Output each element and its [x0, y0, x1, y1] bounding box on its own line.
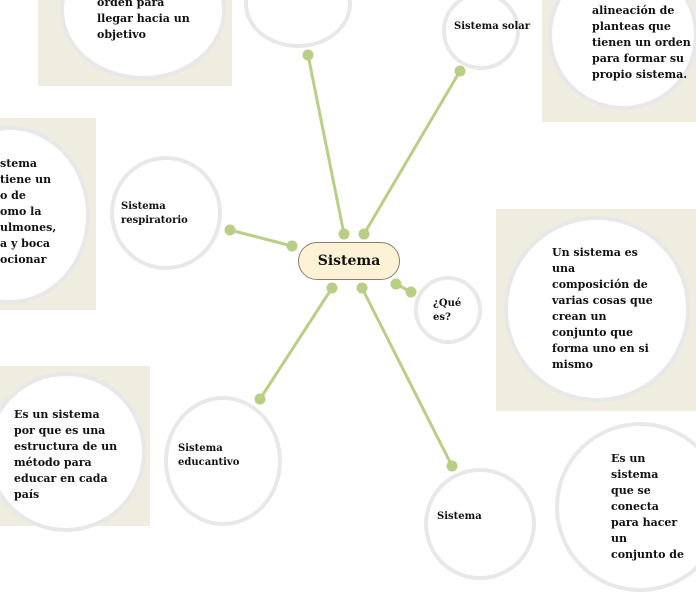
note-text-top-right: alineación de planteas que tienen un ord… [592, 4, 691, 81]
topic-circle-que-es[interactable] [414, 276, 482, 344]
central-topic-label: Sistema [317, 253, 381, 269]
topic-circle-solar[interactable] [442, 0, 520, 70]
note-circle-bottom-left[interactable] [0, 372, 146, 532]
note-text-right: Un sistema es una composición de varias … [552, 246, 653, 371]
note-text-top-left: orden para llegar hacia un objetivo [97, 0, 190, 41]
topic-label-bottom: Sistema [437, 511, 482, 522]
note-circle-right[interactable] [504, 216, 690, 402]
note-text-left: stema tiene un o de omo la ulmones, a y … [0, 157, 57, 266]
topic-label-respiratorio: Sistema respiratorio [121, 201, 188, 226]
note-text-bottom-left: Es un sistema por que es una estructura … [14, 408, 118, 501]
central-topic[interactable]: Sistema [298, 242, 400, 280]
note-text-bottom-right: Es un sistema que se conecta para hacer … [611, 452, 684, 561]
connector-lines [224, 49, 466, 472]
topic-circle-respiratorio[interactable] [110, 156, 222, 270]
topic-label-solar: Sistema solar [454, 21, 531, 32]
topic-label-educativo: Sistema educantivo [178, 443, 240, 468]
topic-label-que-es: ¿Qué es? [433, 298, 462, 323]
